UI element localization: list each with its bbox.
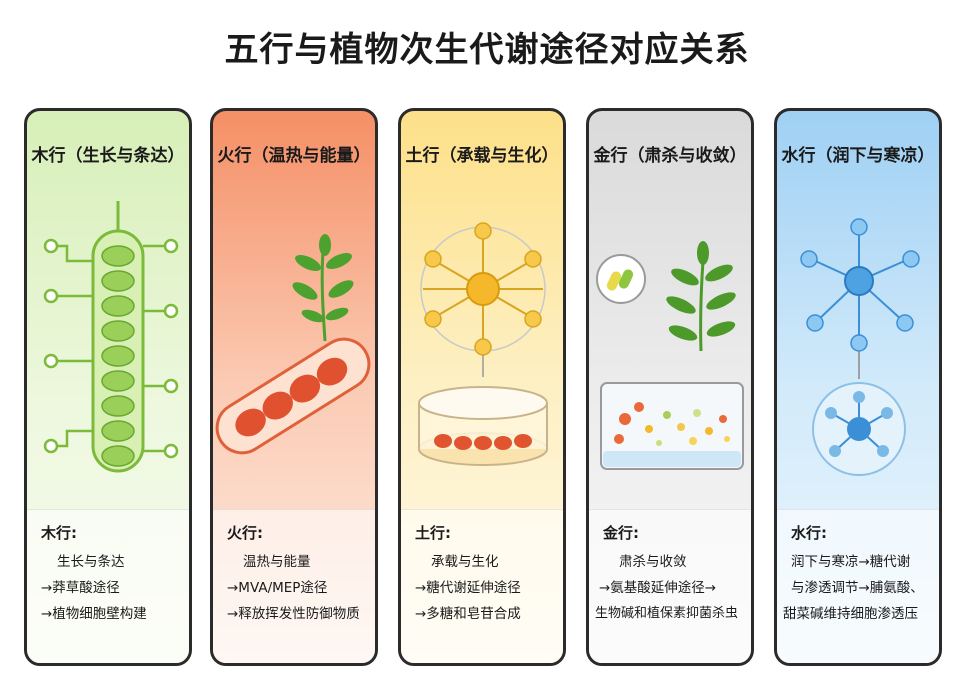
water-note-line-2: 与渗透调节→脯氨酸、	[791, 580, 924, 596]
metal-note-title: 金行:	[603, 524, 639, 542]
fire-card: 火行（温热与能量） 火行: 温热与能量 →MVA/MEP途径 →释放挥发性防御物…	[210, 108, 378, 666]
wood-heading: 木行（生长与条达）	[31, 146, 185, 166]
water-molecule-droplet-illustration	[800, 218, 920, 476]
wood-cell-chain-illustration	[43, 201, 179, 473]
water-note-title: 水行:	[791, 524, 827, 542]
earth-card: 土行（承载与生化） 土行: 承载与生化 →糖代谢延伸途径 →多糖和皂苷	[398, 108, 566, 666]
wood-note-line-3: →植物细胞壁构建	[41, 606, 147, 622]
water-note-line-1: 润下与寒凉→糖代谢	[791, 554, 911, 570]
metal-plant-tank-illustration	[596, 241, 744, 470]
metal-heading: 金行（肃杀与收敛）	[593, 146, 747, 166]
wood-card: 木行（生长与条达） 木行: 生长与条达 →莽草酸途径 →植物细胞壁构建	[24, 108, 192, 666]
wood-note-line-2: →莽草酸途径	[41, 580, 120, 596]
metal-note: 金行: 肃杀与收敛 →氨基酸延伸途径→ 生物碱和植保素抑菌杀虫	[589, 509, 751, 663]
fire-vesicle-plant-illustration	[215, 234, 371, 455]
fire-heading: 火行（温热与能量）	[217, 146, 371, 166]
metal-note-line-1: 肃杀与收敛	[619, 554, 687, 570]
fire-note: 火行: 温热与能量 →MVA/MEP途径 →释放挥发性防御物质	[213, 509, 375, 663]
earth-note-line-3: →多糖和皂苷合成	[415, 606, 521, 622]
fire-note-line-1: 温热与能量	[243, 554, 311, 570]
earth-network-dish-illustration	[418, 222, 548, 466]
earth-note-line-2: →糖代谢延伸途径	[415, 580, 521, 596]
water-heading: 水行（润下与寒凉）	[781, 146, 935, 166]
fire-note-line-2: →MVA/MEP途径	[227, 580, 328, 596]
water-note: 水行: 润下与寒凉→糖代谢 与渗透调节→脯氨酸、 甜菜碱维持细胞渗透压	[777, 509, 939, 663]
fire-note-title: 火行:	[227, 524, 263, 542]
wood-note: 木行: 生长与条达 →莽草酸途径 →植物细胞壁构建	[27, 509, 189, 663]
water-card: 水行（润下与寒凉） 水行: 润下与寒凉→糖代谢 与渗透调节→脯氨酸、 甜菜碱维持…	[774, 108, 942, 666]
earth-note-title: 土行:	[415, 524, 451, 542]
metal-note-line-3: 生物碱和植保素抑菌杀虫	[595, 606, 739, 621]
wood-note-title: 木行:	[41, 524, 77, 542]
earth-note: 土行: 承载与生化 →糖代谢延伸途径 →多糖和皂苷合成	[401, 509, 563, 663]
earth-heading: 土行（承载与生化）	[405, 146, 559, 166]
metal-card: 金行（肃杀与收敛） 金行: 肃杀与收敛 →氨基酸延伸途径→ 生物	[586, 108, 754, 666]
water-note-line-3: 甜菜碱维持细胞渗透压	[783, 606, 918, 622]
fire-note-line-3: →释放挥发性防御物质	[227, 606, 360, 622]
wood-note-line-1: 生长与条达	[57, 554, 125, 570]
page-title: 五行与植物次生代谢途径对应关系	[224, 30, 750, 70]
earth-note-line-1: 承载与生化	[431, 554, 499, 570]
metal-note-line-2: →氨基酸延伸途径→	[599, 580, 717, 596]
